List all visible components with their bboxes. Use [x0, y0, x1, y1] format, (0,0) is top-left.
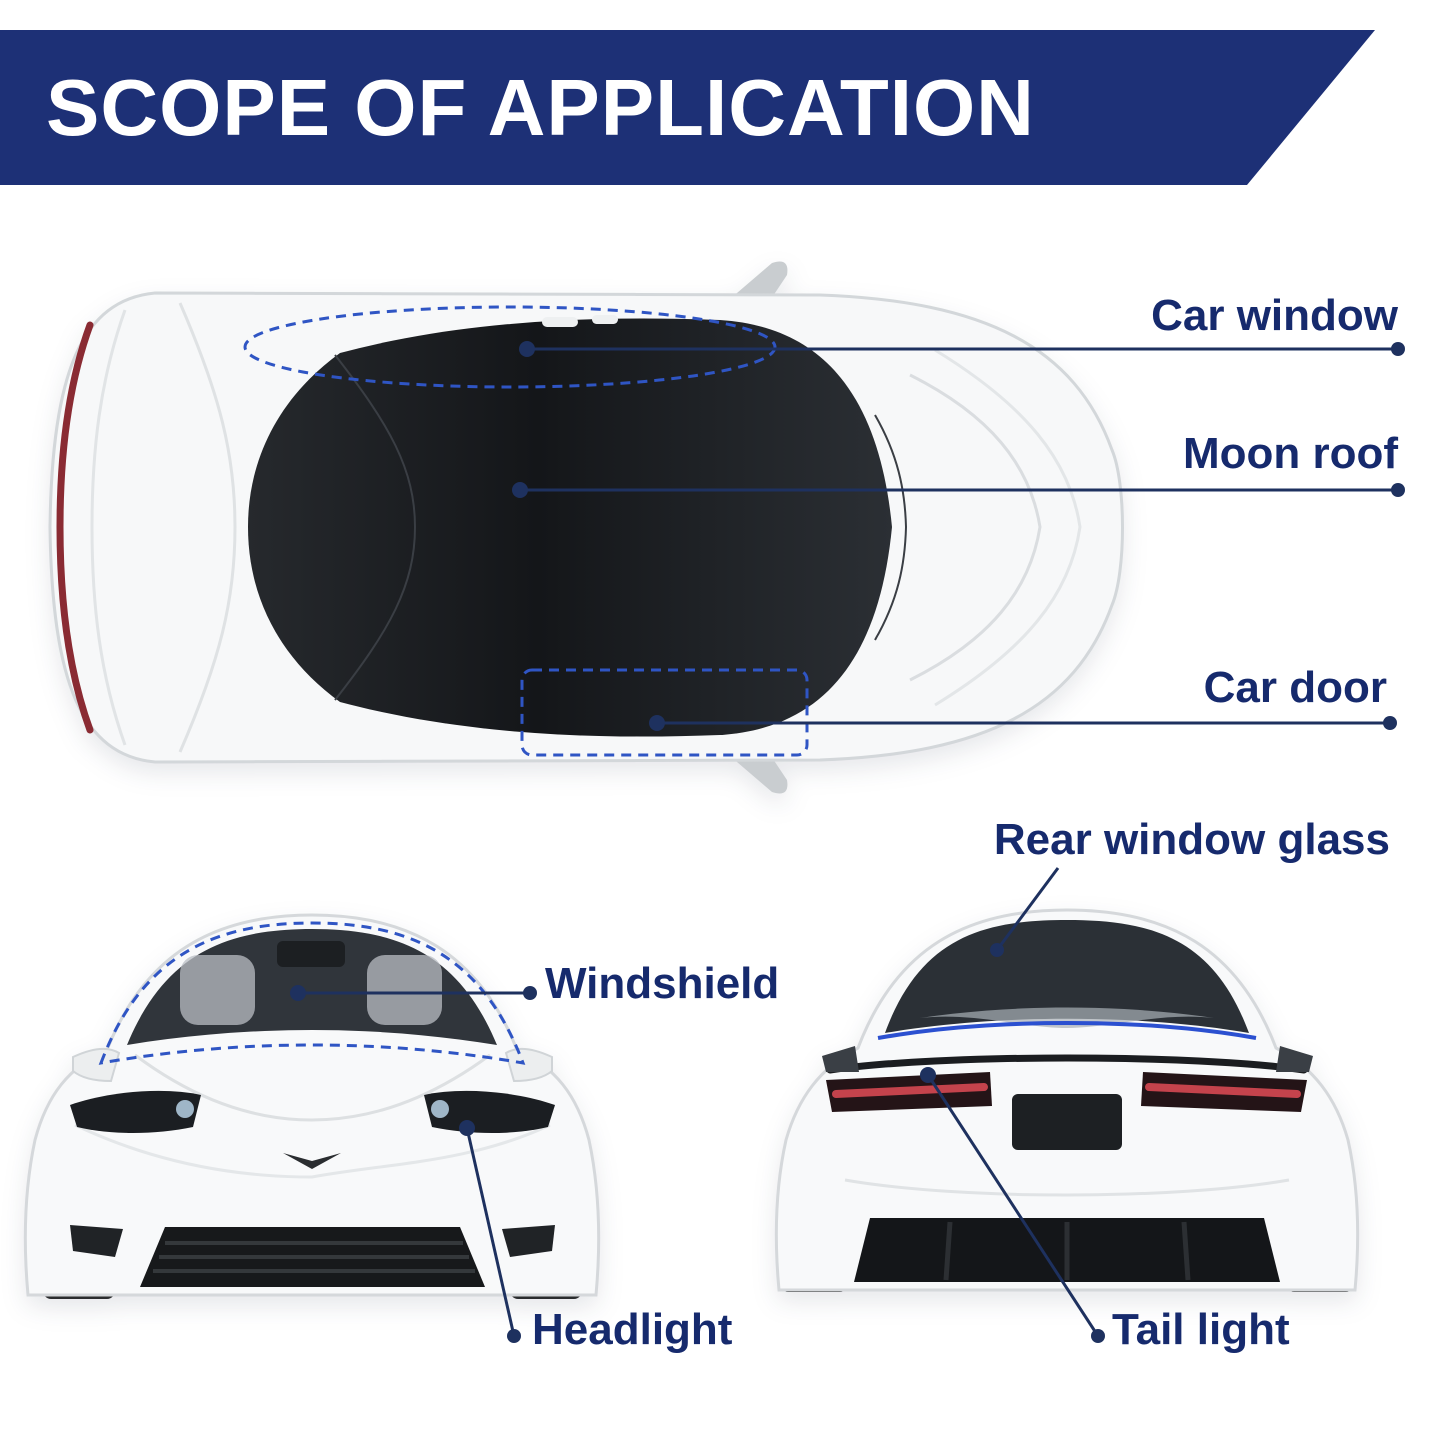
license-plate [1012, 1094, 1122, 1150]
label-car-window: Car window [1151, 291, 1398, 340]
title-banner: SCOPE OF APPLICATION [0, 30, 1375, 185]
car-window-callout [243, 305, 777, 389]
rear-window-underline [877, 1021, 1257, 1040]
seat-right [367, 955, 442, 1025]
label-car-door: Car door [1203, 663, 1387, 712]
roof-rail [542, 317, 578, 327]
car-rear-view-icon [774, 908, 1360, 1292]
rear-window-shape [885, 920, 1249, 1033]
headlights-icon [70, 1090, 555, 1133]
roof-rail-2 [592, 315, 618, 324]
page-title: SCOPE OF APPLICATION [46, 62, 1035, 152]
mirror-right [1276, 1046, 1313, 1072]
rearview-mirror-icon [277, 941, 345, 967]
car-top-view [30, 255, 1135, 800]
windshield-seam [874, 414, 908, 641]
mirror-left [822, 1046, 859, 1072]
car-door-callout [520, 668, 809, 757]
parcel-shelf [920, 1007, 1214, 1028]
car-rear-view [760, 888, 1375, 1313]
label-windshield: Windshield [545, 959, 780, 1008]
glass-seam [334, 354, 417, 701]
label-moon-roof: Moon roof [1182, 429, 1398, 478]
hood-crease-2 [934, 348, 1082, 707]
trunk-seam [90, 309, 127, 746]
nose-vee [283, 1153, 341, 1169]
label-headlight: Headlight [532, 1305, 733, 1354]
car-front-view [15, 895, 610, 1320]
rear-diffuser-icon [854, 1218, 1280, 1282]
front-grille-icon [70, 1225, 555, 1287]
glass-roof-shape [248, 318, 892, 737]
spoiler-line [826, 1054, 1308, 1074]
car-front-view-icon [23, 913, 601, 1299]
label-tail-light: Tail light [1112, 1305, 1290, 1354]
car-top-view-icon [48, 261, 1124, 794]
hood-crease [134, 1053, 491, 1122]
seat-left [180, 955, 255, 1025]
label-rear-window-glass: Rear window glass [993, 815, 1390, 864]
hood-crease [909, 373, 1042, 682]
mirror-left [72, 1047, 121, 1083]
trunk-line [178, 302, 237, 753]
rear-lightband-shape [56, 321, 94, 734]
mirror-right [504, 1047, 553, 1083]
